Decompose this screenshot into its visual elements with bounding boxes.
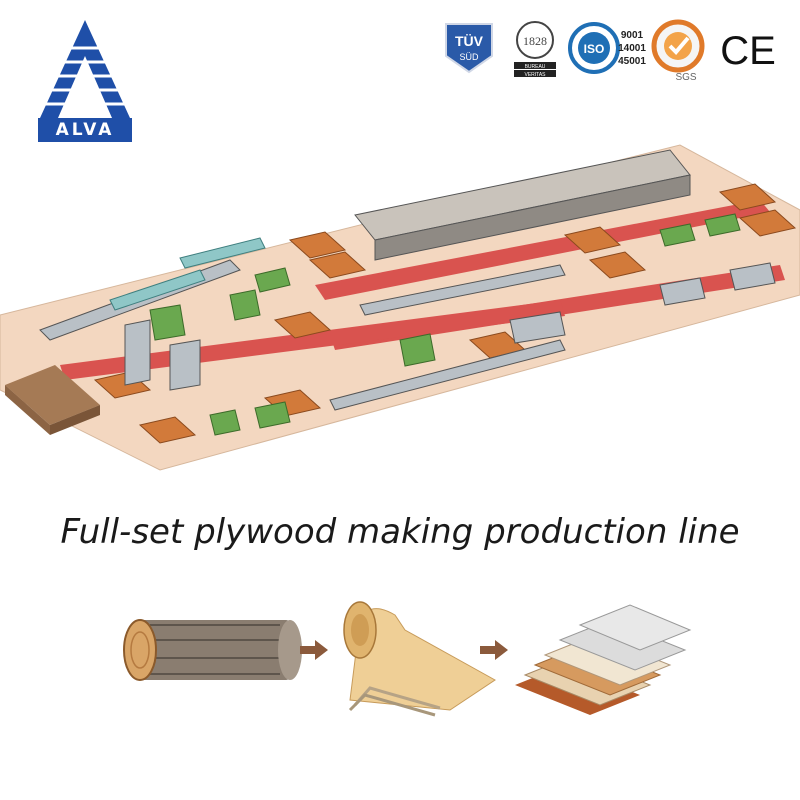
machine-tower [169, 339, 201, 391]
sgs-badge: SGS [648, 18, 708, 87]
ce-mark: CE [716, 24, 780, 77]
veneer-conveyor [179, 237, 266, 269]
machine [149, 304, 186, 341]
walkway-top [315, 200, 770, 300]
machine [229, 289, 261, 321]
process-flow [123, 601, 692, 717]
svg-text:1828: 1828 [523, 34, 547, 48]
tuv-line1: TÜV [455, 33, 484, 49]
bv-line1: BUREAU [525, 64, 546, 70]
arrow-icon [300, 640, 328, 660]
pallet [718, 183, 777, 211]
tuv-sud-badge: TÜV SÜD [440, 18, 498, 81]
plywood-stack-icon [515, 604, 692, 715]
machine [704, 213, 741, 237]
machine [254, 267, 291, 293]
factory-layout-illustration [0, 144, 800, 471]
arrow-icon [480, 640, 508, 660]
pallet [738, 209, 797, 237]
machine [659, 223, 696, 247]
iso-code-45001: 45001 [618, 56, 646, 67]
pallet [588, 251, 647, 279]
pallet [288, 231, 347, 259]
iso-badge: ISO 9001 14001 45001 [566, 18, 646, 85]
machine [209, 409, 241, 436]
tuv-line2: SÜD [459, 52, 479, 62]
machine [254, 401, 291, 429]
brand-name: ALVA [38, 118, 132, 142]
pallet [563, 226, 622, 254]
iso-code-14001: 14001 [618, 43, 646, 54]
bv-line2: VERITAS [524, 72, 546, 78]
veneer-roll-icon [343, 601, 496, 717]
machine-tower [124, 319, 151, 386]
alva-logo-icon [40, 20, 130, 118]
machine-block [659, 277, 706, 306]
iso-code-9001: 9001 [621, 30, 644, 41]
sgs-label: SGS [675, 72, 696, 82]
conveyor [359, 264, 566, 316]
bureau-veritas-badge: 1828 BUREAU VERITAS [510, 18, 560, 85]
ce-label: CE [720, 29, 776, 72]
machine-block [509, 311, 566, 344]
machine [399, 333, 436, 367]
headline: Full-set plywood making production line [60, 512, 740, 552]
pallet [273, 311, 332, 339]
pallet [138, 416, 197, 444]
veneer-stack-front-left [5, 365, 100, 435]
machine-block [729, 262, 776, 291]
veneer-conveyor [109, 269, 206, 311]
pallet [308, 251, 367, 279]
iso-label: ISO [584, 42, 605, 56]
conveyor [329, 339, 566, 411]
log-icon [123, 619, 302, 681]
